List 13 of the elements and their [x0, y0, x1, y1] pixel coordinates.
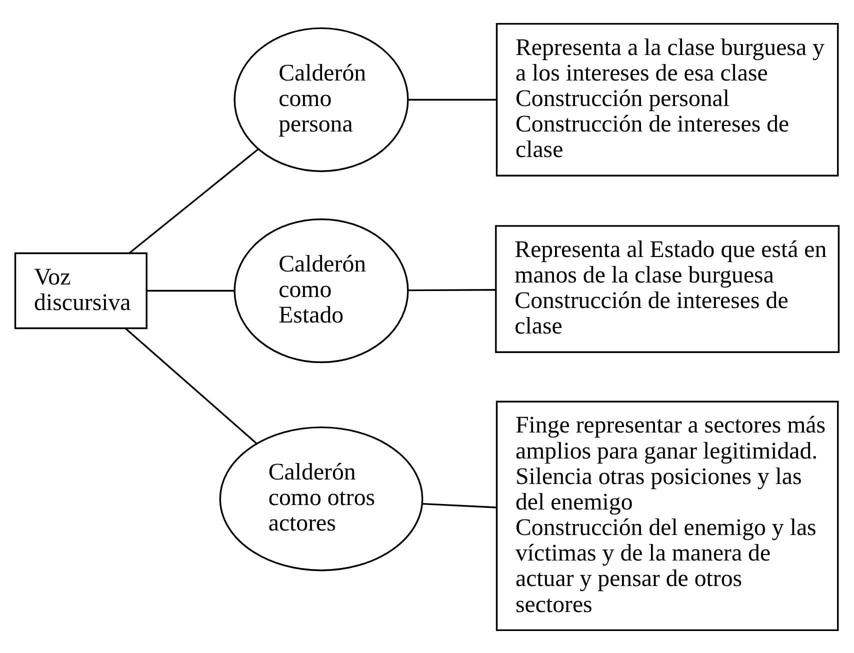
connector	[128, 148, 259, 254]
connector	[422, 502, 497, 508]
node-box: Finge representar a sectores más amplios para ganar legitimidad. Silencia otras posiciones y las del enemigo Construcción del enemigo y las víctimas y de la manera de actuar y pensar de otros sectores	[496, 400, 839, 631]
node-ellipse: Calderón como otros actores	[219, 426, 424, 571]
connector	[408, 288, 496, 291]
connector	[124, 327, 258, 444]
node-box: Representa a la clase burguesa y a los intereses de esa clase Construcción personal Construcción de intereses de clase	[496, 22, 839, 176]
connector	[408, 98, 497, 100]
node-ellipse: Calderón como persona	[234, 26, 409, 172]
node-ellipse: Calderón como Estado	[234, 218, 409, 363]
connector	[146, 289, 234, 292]
node-box: Representa al Estado que está en manos de la clase burguesa Construcción de intereses de clase	[495, 224, 840, 353]
node-box: Voz discursiva	[14, 252, 148, 329]
